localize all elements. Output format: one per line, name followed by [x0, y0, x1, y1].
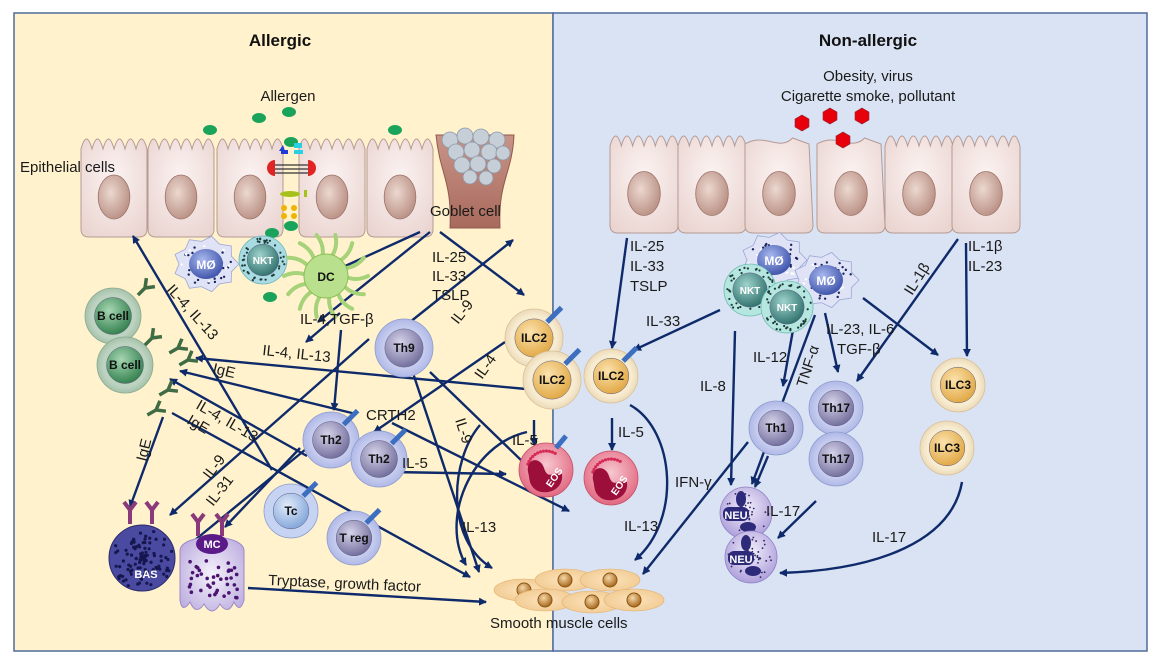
th2-cell-b-label: Th2: [368, 452, 390, 466]
epithelial-cells-label: Epithelial cells: [20, 159, 115, 176]
trigger-label-line1: Obesity, virus: [823, 68, 913, 85]
epithelial-cell: [367, 139, 433, 237]
nucleus: [835, 172, 868, 216]
th17-cell-b-label: Th17: [822, 452, 850, 466]
label-il4-tgfb: IL-4,TGF-β: [300, 311, 374, 328]
ilc3-cell-b: ILC3: [920, 421, 974, 475]
label-tgfb: TGF-β: [837, 341, 881, 358]
nucleus: [696, 172, 729, 216]
b-cell-b: B cell: [97, 337, 153, 393]
nkt-b-non-allergic-label: NKT: [777, 303, 798, 314]
nucleus: [316, 175, 348, 219]
b-cell-b-label: B cell: [109, 358, 141, 372]
b-cell-a-label: B cell: [97, 309, 129, 323]
th9-cell-label: Th9: [393, 341, 415, 355]
label-il12: IL-12: [753, 349, 787, 366]
label-il23-top: IL-23: [968, 258, 1002, 275]
mast-cell-label: MC: [203, 539, 220, 551]
ilc3-cell-a: ILC3: [931, 358, 985, 412]
tc-cell-label: Tc: [284, 504, 297, 518]
label-il13: IL-13: [462, 519, 496, 536]
nucleus: [970, 172, 1003, 216]
label-il1b-top: IL-1β: [968, 238, 1003, 255]
macrophage-b-non-allergic-label: MØ: [816, 274, 835, 288]
nucleus: [903, 172, 936, 216]
allergen-label: Allergen: [260, 88, 315, 105]
label-na-il25: IL-25: [630, 238, 664, 255]
nkt-allergic-label: NKT: [253, 256, 274, 267]
label-il33: IL-33: [646, 313, 680, 330]
dc-label: DC: [317, 270, 335, 284]
label-il17-ilc3: IL-17: [872, 529, 906, 546]
neutrophil-a-label: NEU: [724, 510, 747, 522]
trigger-label-line2: Cigarette smoke, pollutant: [781, 88, 956, 105]
label-na-il33: IL-33: [630, 258, 664, 275]
epithelial-cell: [952, 136, 1020, 233]
label-il23-il6: IL-23, IL-6: [826, 321, 894, 338]
ilc3-cell-a-label: ILC3: [945, 378, 971, 392]
epithelium-allergic: [81, 139, 433, 237]
epithelial-cell: [678, 136, 746, 233]
ilc2-cell-non-allergic-label: ILC2: [598, 369, 624, 383]
neutrophil-b-label: NEU: [729, 554, 752, 566]
neutrophil-b: NEU: [725, 531, 777, 583]
nucleus: [763, 172, 796, 216]
macrophage-allergic-label: MØ: [196, 258, 215, 272]
label-il25: IL-25: [432, 249, 466, 266]
label-il5-th2: IL-5: [402, 455, 428, 472]
nucleus: [234, 175, 266, 219]
epithelial-cell: [81, 139, 147, 237]
ilc2-cell-b-label: ILC2: [539, 373, 565, 387]
label-il33: IL-33: [432, 268, 466, 285]
label-il5-ilc2: IL-5: [512, 432, 538, 449]
basophil-label: BAS: [134, 569, 157, 581]
nkt-a-non-allergic-label: NKT: [740, 286, 761, 297]
nucleus: [165, 175, 197, 219]
epithelial-cell: [885, 136, 953, 233]
epithelial-cell: [148, 139, 214, 237]
macrophage-a-non-allergic-label: MØ: [764, 254, 783, 268]
th17-cell-a: Th17: [809, 381, 863, 435]
ilc2-cell-a-label: ILC2: [521, 331, 547, 345]
non-allergic-title: Non-allergic: [819, 31, 917, 50]
label-il8: IL-8: [700, 378, 726, 395]
label-ifng: IFN-γ: [675, 474, 712, 491]
allergic-title: Allergic: [249, 31, 311, 50]
smooth-muscle-cell: [604, 589, 664, 611]
label-na-il5: IL-5: [618, 424, 644, 441]
th17-cell-a-label: Th17: [822, 401, 850, 415]
th9-cell: Th9: [375, 319, 433, 377]
nucleus: [384, 175, 416, 219]
nucleus: [628, 172, 661, 216]
smooth-muscle-cell: [580, 569, 640, 591]
label-na-il13: IL-13: [624, 518, 658, 535]
ilc3-cell-b-label: ILC3: [934, 441, 960, 455]
b-cell-a: B cell: [85, 288, 141, 344]
th1-cell: Th1: [749, 401, 803, 455]
treg-cell-label: T reg: [339, 531, 368, 545]
nucleus: [98, 175, 130, 219]
eosinophil-non-allergic: EOS: [584, 451, 638, 505]
epithelial-cell: [817, 138, 885, 233]
nkt-allergic: NKT: [239, 236, 287, 284]
th1-cell-label: Th1: [765, 421, 787, 435]
th17-cell-b: Th17: [809, 432, 863, 486]
epithelial-cell: [217, 139, 283, 237]
epithelial-cell: [745, 138, 813, 233]
label-il17-neu: IL-17: [766, 503, 800, 520]
th2-cell-a-label: Th2: [320, 433, 342, 447]
epithelial-cell: [299, 139, 365, 237]
label-crth2: CRTH2: [366, 407, 416, 424]
nkt-b-non-allergic: NKT: [761, 281, 813, 333]
smooth-muscle-label: Smooth muscle cells: [490, 615, 628, 632]
label-na-tslp: TSLP: [630, 278, 668, 295]
goblet-cell-label: Goblet cell: [430, 203, 501, 220]
epithelial-cell: [610, 136, 678, 233]
